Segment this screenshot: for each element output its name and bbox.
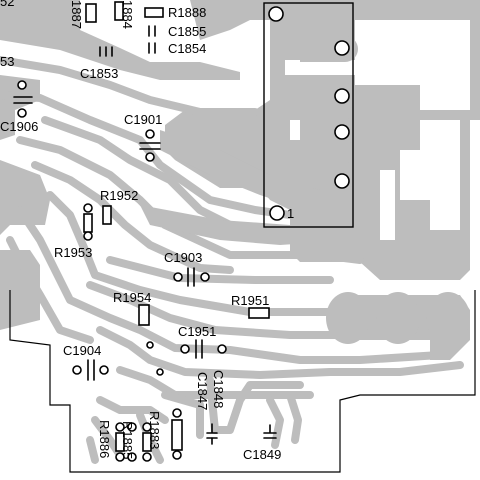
label-c1849: C1849	[243, 447, 281, 462]
trace	[206, 376, 304, 434]
resistor-body	[248, 307, 270, 319]
oval-pad	[376, 292, 420, 344]
resistor-body	[142, 432, 152, 452]
resistor-body	[102, 205, 112, 225]
connector-pin	[334, 124, 350, 140]
label-r1952: R1952	[100, 188, 138, 203]
pour-cut-3	[400, 120, 460, 230]
board-outline	[9, 290, 476, 473]
capacitor-c1906-symbol	[13, 80, 33, 118]
pour-cut-2	[355, 20, 470, 110]
pad	[115, 422, 125, 432]
finger	[300, 162, 358, 188]
label-r1953: R1953	[54, 245, 92, 260]
trace	[16, 206, 444, 364]
trace	[266, 396, 284, 449]
label-c1906: C1906	[0, 119, 38, 134]
components	[13, 1, 277, 462]
pour-cut-5	[380, 170, 395, 240]
pad	[146, 341, 154, 349]
label-1884: 1884	[120, 0, 135, 29]
trace	[46, 191, 334, 316]
pour-cut-1	[285, 60, 360, 75]
pad	[142, 452, 152, 462]
connector-pin	[334, 40, 350, 56]
trace	[86, 281, 394, 339]
pad	[115, 452, 125, 462]
pad	[83, 231, 93, 241]
label-52: 52	[0, 0, 14, 9]
resistor-body	[85, 3, 97, 23]
copper-pour-left	[0, 75, 40, 140]
trace	[286, 391, 302, 444]
pad	[172, 450, 182, 460]
connector-pin	[334, 173, 350, 189]
capacitor-c1904-symbol	[72, 359, 109, 381]
label-r1883: R1883	[147, 411, 162, 449]
label-53: 53	[0, 54, 14, 69]
copper-wide-trace	[160, 130, 320, 205]
oval-pad	[326, 292, 370, 344]
label-r1888: R1888	[168, 5, 206, 20]
pad	[142, 422, 152, 432]
connector-pin	[334, 88, 350, 104]
trace	[31, 161, 234, 274]
capacitor-c1901-symbol	[139, 129, 161, 162]
label-c1847: C1847	[195, 372, 210, 410]
trace	[161, 391, 204, 439]
trace	[96, 396, 169, 424]
label-c1903: C1903	[164, 250, 202, 265]
label-r1954: R1954	[113, 290, 151, 305]
copper-layer	[0, 0, 480, 464]
capacitor-symbol	[148, 25, 156, 54]
pin-1-label: 1	[287, 206, 294, 221]
label-r1951: R1951	[231, 293, 269, 308]
trace	[6, 236, 94, 344]
pad	[127, 452, 137, 462]
pad	[127, 422, 137, 432]
pad	[156, 368, 164, 376]
reference-labels: R1888 C1855 C1854 C1853 C1901 C1906 R195…	[0, 0, 281, 462]
label-c1848: C1848	[211, 370, 226, 408]
label-c1904: C1904	[63, 343, 101, 358]
capacitor-c1951-symbol	[180, 339, 227, 359]
resistor-body	[115, 432, 125, 452]
label-r1886: R1886	[97, 420, 112, 458]
trace	[96, 326, 464, 379]
trace	[116, 366, 314, 399]
copper-pour-top-left	[0, 0, 240, 80]
copper-wide-trace	[140, 205, 355, 245]
resistor-body	[144, 7, 164, 18]
trace	[106, 256, 334, 284]
resistor-body	[114, 1, 124, 21]
copper-pour-left-lower	[0, 160, 50, 235]
trace	[0, 56, 259, 116]
connector-header: 1	[263, 2, 354, 228]
resistor-body	[83, 213, 93, 233]
oval-pad	[426, 292, 470, 344]
resistor-body	[171, 419, 183, 451]
label-1887: 1887	[69, 0, 84, 29]
pad	[83, 203, 93, 213]
capacitor-c1849-symbol	[263, 424, 277, 439]
label-c1854: C1854	[168, 41, 206, 56]
label-c1855: C1855	[168, 24, 206, 39]
label-c1951: C1951	[178, 324, 216, 339]
label-c1901: C1901	[124, 112, 162, 127]
connector-pin	[268, 6, 284, 22]
connector-pin-1	[269, 205, 285, 221]
large-pads	[326, 292, 470, 344]
capacitor-c1903-symbol	[173, 267, 210, 287]
resistor-body	[138, 304, 150, 326]
label-r1885: R1885	[120, 421, 135, 459]
connector-outline	[263, 2, 354, 228]
capacitor-symbol	[206, 423, 218, 445]
capacitor-symbol	[99, 46, 113, 57]
pad	[172, 408, 182, 418]
trace	[86, 436, 99, 464]
label-c1853: C1853	[80, 66, 118, 81]
